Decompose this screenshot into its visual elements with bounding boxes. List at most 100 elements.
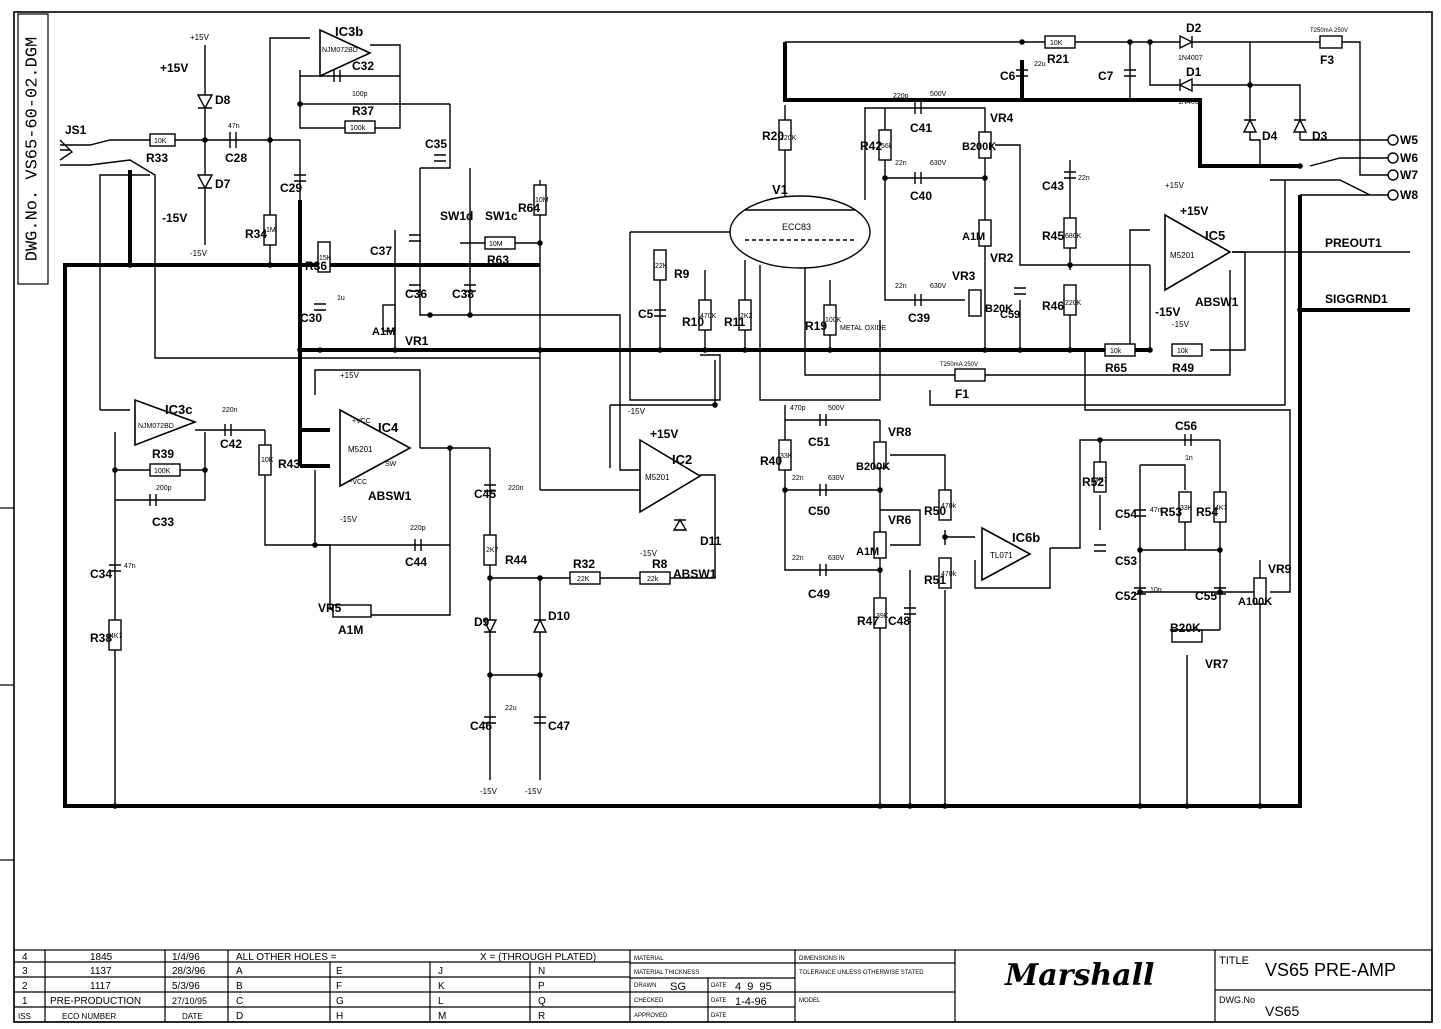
label-ic2: IC2 bbox=[672, 452, 692, 467]
value-r9: 22K bbox=[655, 263, 668, 270]
value-r53: 33K bbox=[1180, 505, 1193, 512]
label-r43: R43 bbox=[278, 457, 300, 471]
field-dimensions: DIMENSIONS IN bbox=[799, 956, 845, 962]
label-d4: D4 bbox=[1262, 129, 1278, 143]
label-c28: C28 bbox=[225, 151, 247, 165]
label-ic4-sw: SW bbox=[385, 461, 397, 468]
label-c44: C44 bbox=[405, 555, 427, 569]
value-c42: 220n bbox=[222, 407, 238, 414]
label-vr8-value: B200K bbox=[856, 461, 890, 473]
label-c55: C55 bbox=[1195, 589, 1217, 603]
field-checked: CHECKED bbox=[634, 998, 664, 1004]
rev3-eco: 1137 bbox=[90, 966, 112, 977]
label-c45: C45 bbox=[474, 487, 496, 501]
hole-r: R bbox=[538, 1011, 545, 1022]
label-r11: R11 bbox=[724, 315, 746, 329]
label-c32: C32 bbox=[352, 59, 374, 73]
label-c53: C53 bbox=[1115, 554, 1137, 568]
label-r37: R37 bbox=[352, 104, 374, 118]
terminal-w7 bbox=[1387, 169, 1399, 181]
resistor-r45 bbox=[1063, 217, 1077, 249]
label-r9: R9 bbox=[674, 267, 690, 281]
value-r19: 100K bbox=[825, 317, 842, 324]
value-c28: 47n bbox=[228, 123, 240, 130]
rev-footer-iss: ISS bbox=[18, 1012, 31, 1021]
opamp-ic3c bbox=[134, 398, 198, 447]
resistor-r63 bbox=[484, 236, 516, 250]
label-ic5-plus15-top: +15V bbox=[1165, 181, 1185, 190]
opamp-ic5 bbox=[1164, 213, 1232, 292]
hole-h: H bbox=[336, 1011, 343, 1022]
resistor-r50 bbox=[938, 489, 952, 521]
label-ic5-minus15: -15V bbox=[1155, 305, 1180, 319]
resistor-r33 bbox=[149, 133, 176, 147]
opamp-ic2 bbox=[639, 438, 702, 514]
value-c34: 47n bbox=[124, 563, 136, 570]
label-c38: C38 bbox=[452, 287, 474, 301]
resistor-r21 bbox=[1044, 35, 1076, 49]
label-c46-minus15: -15V bbox=[480, 787, 498, 796]
label-d1: D1 bbox=[1186, 65, 1202, 79]
hole-k: K bbox=[438, 981, 445, 992]
voltage-c39: 630V bbox=[930, 283, 947, 290]
label-c48: C48 bbox=[888, 614, 910, 628]
label-d9: D9 bbox=[474, 615, 490, 629]
field-material: MATERIAL bbox=[634, 956, 664, 962]
resistor-r51 bbox=[938, 557, 952, 589]
hole-n: N bbox=[538, 966, 545, 977]
rev-footer-eco: ECO NUMBER bbox=[62, 1012, 116, 1021]
label-c52: C52 bbox=[1115, 589, 1137, 603]
label-ic2-minus15-top: -15V bbox=[628, 407, 646, 416]
label-ic3c-type: NJM072BD bbox=[138, 423, 174, 430]
hole-g: G bbox=[336, 996, 344, 1007]
label-d3: D3 bbox=[1312, 129, 1328, 143]
field-checked-date: 1-4-96 bbox=[735, 996, 767, 1008]
field-drawn-by: SG bbox=[670, 981, 686, 993]
hole-e: E bbox=[336, 966, 343, 977]
value-r36: 15K bbox=[319, 255, 332, 262]
opamp-ic4 bbox=[339, 408, 412, 488]
resistor-r36 bbox=[317, 241, 331, 273]
label-ic4-minus15: -15V bbox=[340, 515, 358, 524]
resistor-r47 bbox=[873, 597, 887, 629]
label-r50: R50 bbox=[924, 504, 946, 518]
field-tolerance: TOLERANCE UNLESS OTHERWISE STATED bbox=[799, 970, 924, 976]
label-ic4-absw: ABSW1 bbox=[368, 489, 412, 503]
label-c50: C50 bbox=[808, 504, 830, 518]
field-date-3: DATE bbox=[711, 1013, 727, 1019]
resistor-r46 bbox=[1063, 284, 1077, 316]
side-dwg-box bbox=[17, 13, 49, 285]
resistor-r43 bbox=[258, 444, 272, 476]
voltage-c49: 630V bbox=[828, 555, 845, 562]
label-ic3c: IC3c bbox=[165, 402, 192, 417]
value-c39: 22n bbox=[895, 283, 907, 290]
terminal-w8 bbox=[1387, 189, 1399, 201]
type-d1: 1N4007 bbox=[1178, 99, 1203, 106]
label-r49: R49 bbox=[1172, 361, 1194, 375]
rev3-date: 28/3/96 bbox=[172, 966, 206, 977]
label-c7: C7 bbox=[1098, 69, 1114, 83]
resistor-r9 bbox=[653, 249, 667, 281]
label-w8: W8 bbox=[1400, 188, 1418, 202]
resistor-r32 bbox=[569, 571, 601, 585]
label-f1: F1 bbox=[955, 387, 969, 401]
label-vr4: VR4 bbox=[990, 111, 1014, 125]
pot-vr7 bbox=[1171, 629, 1203, 643]
field-date-2: DATE bbox=[711, 998, 727, 1004]
components bbox=[59, 28, 1399, 809]
voltage-c40: 630V bbox=[930, 160, 947, 167]
label-c30: C30 bbox=[300, 311, 322, 325]
label-c35: C35 bbox=[425, 137, 447, 151]
label-ic6b-type: TL071 bbox=[990, 551, 1013, 560]
resistor-r40 bbox=[778, 439, 792, 471]
value-r11: 2K2 bbox=[740, 313, 753, 320]
label-d2: D2 bbox=[1186, 21, 1202, 35]
value-r52: 4K7 bbox=[1095, 477, 1108, 484]
label-plus15-top: +15V bbox=[190, 33, 210, 42]
label-minus15-a: -15V bbox=[162, 211, 187, 225]
label-vr3-value: B20K bbox=[985, 303, 1013, 315]
field-drawn: DRAWN bbox=[634, 983, 656, 989]
label-r45: R45 bbox=[1042, 229, 1064, 243]
title-block: 4 1845 1/4/96 3 1137 28/3/96 2 1117 5/3/… bbox=[13, 949, 1433, 1023]
